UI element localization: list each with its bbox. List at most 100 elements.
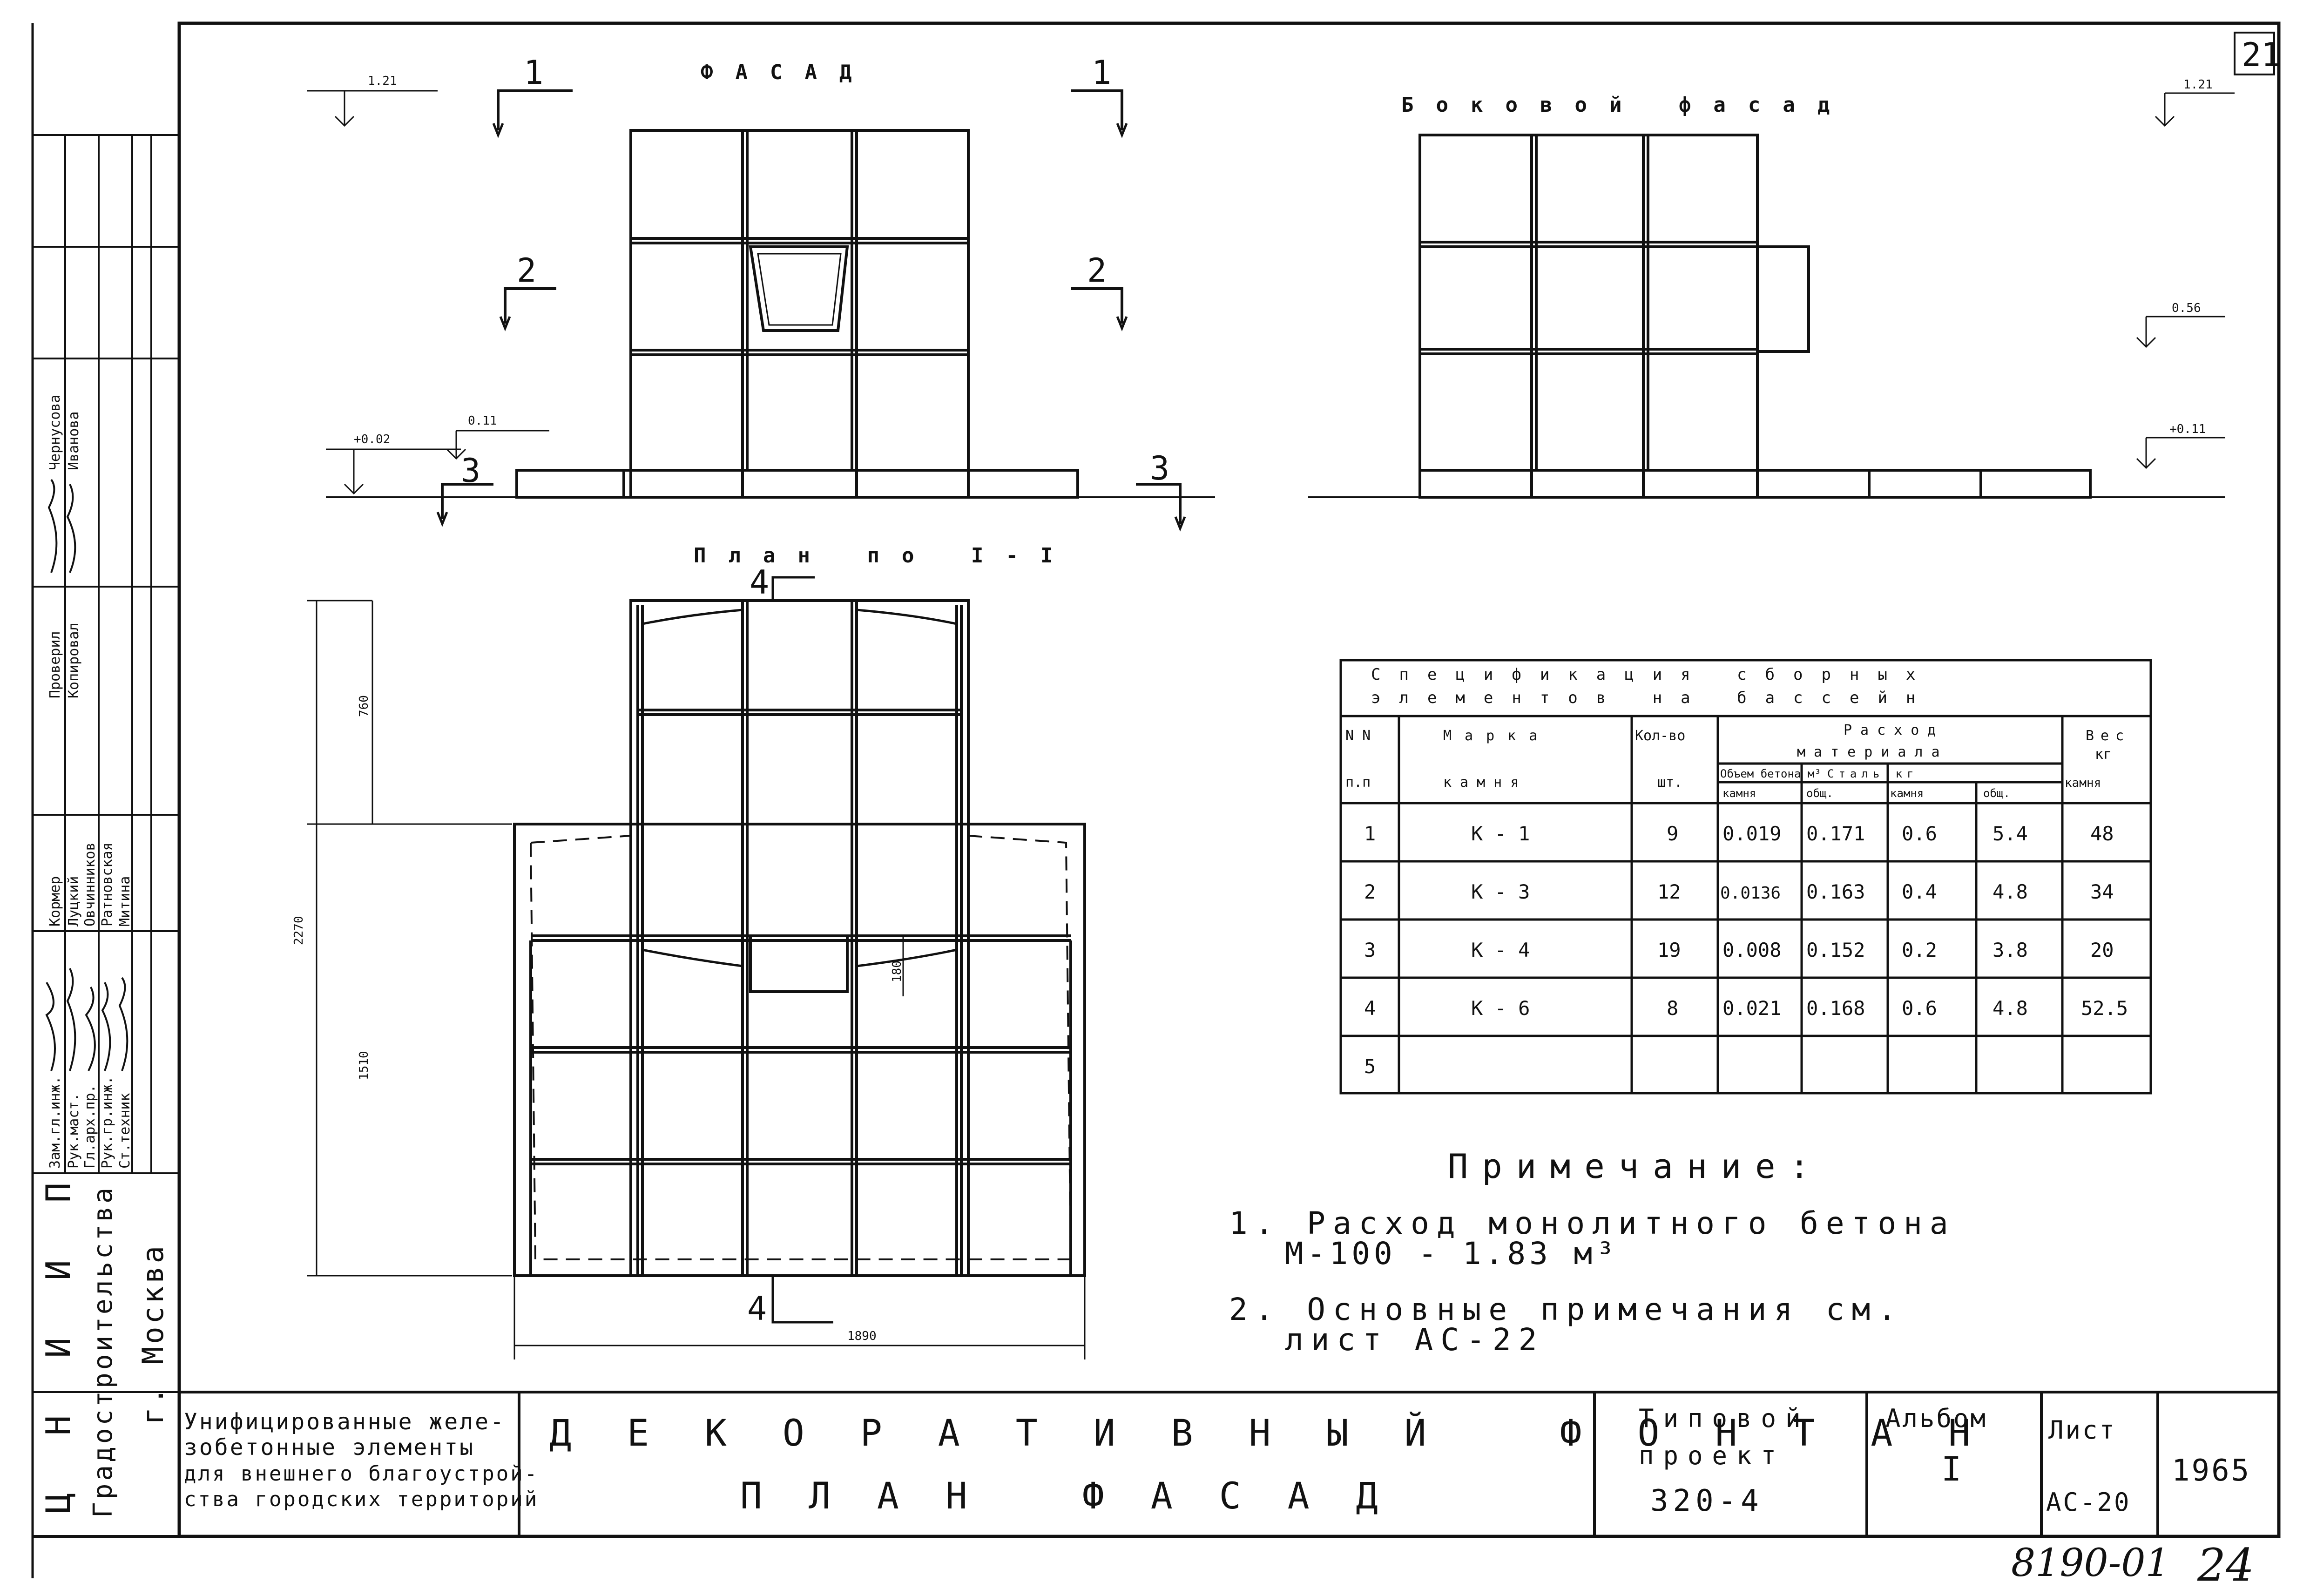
facade-title: ФАСАД	[701, 61, 874, 84]
plan-dim-total: 2270	[292, 916, 306, 945]
facade-niche	[749, 245, 849, 332]
spec-cell-c1: 0.0136	[1720, 884, 1781, 903]
role-2: Рук.маст.	[66, 1093, 82, 1169]
spec-cell-w: 48	[2090, 822, 2114, 845]
title-block-grid	[179, 1391, 2279, 1536]
spec-cell-w: 52.5	[2081, 997, 2128, 1020]
spec-table-grid	[1339, 659, 2152, 1095]
plan-dim-lower: 1510	[357, 1051, 371, 1080]
side-projection	[1756, 245, 1810, 353]
spec-cell-c2: 0.152	[1806, 939, 1865, 961]
plan-dim-width: 1890	[847, 1329, 877, 1343]
spec-h-mark: Марка	[1443, 728, 1550, 744]
spec-cell-mark: К - 6	[1471, 997, 1530, 1020]
album-number: I	[1941, 1449, 1963, 1488]
facade-level-base-mark	[326, 448, 461, 495]
spec-h-stone-s: камня	[1890, 787, 1924, 800]
plan-niche	[749, 934, 849, 993]
project-type: Типовой	[1639, 1404, 1810, 1433]
side-level-mid: 0.56	[2172, 301, 2201, 315]
spec-cell-c2: 0.163	[1806, 880, 1865, 903]
spec-cell-c1: 0.008	[1722, 939, 1781, 961]
facade-level-mid-mark	[446, 430, 549, 460]
role-5: Ст.техник	[117, 1093, 133, 1169]
spec-title-1: Спецификация сборных	[1371, 665, 1934, 684]
spec-cell-qty: 8	[1667, 997, 1678, 1020]
spec-cell-n: 3	[1364, 939, 1376, 961]
name-2: Луцкий	[66, 876, 82, 926]
left-stamp-grid	[33, 134, 179, 1393]
plan-dim-upper: 760	[357, 695, 371, 717]
side-level-top: 1.21	[2183, 78, 2213, 92]
spec-cell-qty: 9	[1667, 822, 1678, 845]
role-copy: Копировал	[66, 622, 82, 698]
facade-cut-1-label-right: 1	[1092, 54, 1111, 92]
side-facade-title: Боковой фасад	[1401, 93, 1852, 117]
org-name: Ц Н И И П	[39, 1164, 78, 1513]
role-check: Проверил	[47, 631, 63, 699]
sheet-number-box	[2234, 32, 2275, 75]
spec-cell-s1: 0.6	[1902, 822, 1937, 845]
spec-cell-c1: 0.021	[1722, 997, 1781, 1020]
spec-h-steel: Сталь кг	[1827, 767, 1918, 780]
spec-cell-s2: 4.8	[1993, 880, 2028, 903]
spec-cell-s1: 0.2	[1902, 939, 1937, 961]
facade-level-mid: 0.11	[468, 414, 497, 428]
spec-row-5: 5	[1364, 1055, 1376, 1078]
facade-view	[307, 89, 1215, 532]
plan-dim-niche: 180	[890, 960, 904, 982]
facade-cut-3-label-right: 3	[1150, 449, 1169, 487]
spec-h-material2: материала	[1797, 744, 1948, 760]
note-2-line-2: лист АС-22	[1285, 1322, 1544, 1358]
plan-cut-4-label-top: 4	[750, 563, 769, 602]
album-label: Альбом	[1885, 1404, 1987, 1433]
spec-cell-n: 2	[1364, 880, 1376, 903]
spec-h-pp: п.п	[1345, 774, 1371, 791]
sheet-code: АС-20	[2046, 1488, 2131, 1517]
page-number: 24	[2197, 1539, 2254, 1591]
facade-cut-1-left	[497, 89, 573, 130]
spec-cell-c1: 0.019	[1722, 822, 1781, 845]
org-city: г. Москва	[136, 1243, 170, 1425]
series-line-4: ства городских территорий	[184, 1488, 539, 1511]
spec-row-4: 4 К - 6 8 0.021 0.168 0.6 4.8 52.5	[1364, 997, 2128, 1020]
side-level-mid-mark	[2136, 316, 2225, 348]
spec-h-weight: Вес	[2086, 728, 2130, 744]
side-level-base-mark	[2136, 437, 2225, 469]
facade-level-top-mark	[307, 90, 438, 127]
sheet-label: Лист	[2048, 1415, 2116, 1445]
name-4: Ратновская	[99, 842, 115, 926]
spec-h-qty: Кол-во	[1635, 728, 1685, 744]
spec-cell-w: 34	[2090, 880, 2114, 903]
name-5: Митина	[117, 876, 133, 926]
spec-h-concrete: Объем бетона м³	[1720, 767, 1821, 780]
drawing-name-2: ПЛАН ФАСАД	[740, 1475, 1425, 1517]
spec-h-total-s: общ.	[1983, 787, 2010, 800]
series-line-1: Унифицированные желе-	[184, 1409, 506, 1435]
spec-cell-n: 4	[1364, 997, 1376, 1020]
spec-row-3: 3 К - 4 19 0.008 0.152 0.2 3.8 20	[1364, 939, 2114, 961]
name-check: Чернусова	[47, 394, 63, 470]
spec-row-1: 1 К - 1 9 0.019 0.171 0.6 5.4 48	[1364, 822, 2114, 845]
note-1-line-1: 1. Расход монолитного бетона	[1229, 1205, 1956, 1241]
name-1: Кормер	[47, 876, 63, 926]
plan-dim-width	[513, 1276, 1086, 1359]
spec-cell-s2: 5.4	[1993, 822, 2028, 845]
note-2-line-1: 2. Основные примечания см.	[1229, 1292, 1904, 1327]
side-facade-view	[1308, 92, 2235, 499]
note-1-line-2: М-100 - 1.83 м³	[1285, 1236, 1618, 1271]
side-level-base: +0.11	[2169, 422, 2206, 436]
series-line-3: для внешнего благоустрой-	[184, 1462, 539, 1486]
spec-h-nn: N N	[1345, 728, 1371, 744]
inventory-number: 8190-01	[2011, 1541, 2170, 1585]
facade-cut-2-label-right: 2	[1087, 251, 1107, 290]
spec-cell-mark: К - 3	[1471, 880, 1530, 903]
spec-h-mark2: камня	[1443, 774, 1527, 791]
facade-cut-3-left	[441, 483, 493, 519]
spec-h-stone-c: камня	[1722, 787, 1756, 800]
spec-cell-s2: 4.8	[1993, 997, 2028, 1020]
spec-cell-n: 1	[1364, 822, 1376, 845]
role-1: Зам.гл.инж.	[47, 1076, 63, 1169]
facade-level-top: 1.21	[368, 74, 397, 88]
